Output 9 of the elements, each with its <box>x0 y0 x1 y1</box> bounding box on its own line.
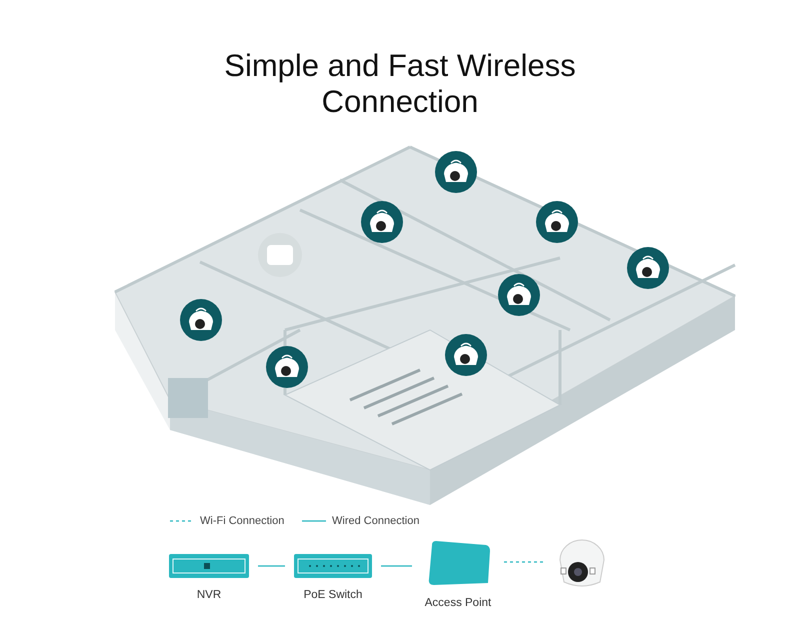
wired-connection-line <box>381 565 412 567</box>
legend-label: Wired Connection <box>332 515 420 527</box>
title: Simple and Fast Wireless Connection <box>223 48 577 120</box>
wired-connection-line <box>258 565 285 567</box>
legend-label: Wi-Fi Connection <box>200 515 284 527</box>
device-label: PoE Switch <box>302 589 364 601</box>
device-label: Access Point <box>424 597 492 609</box>
device-label: NVR <box>196 589 222 601</box>
wifi-connection-line <box>504 561 544 563</box>
